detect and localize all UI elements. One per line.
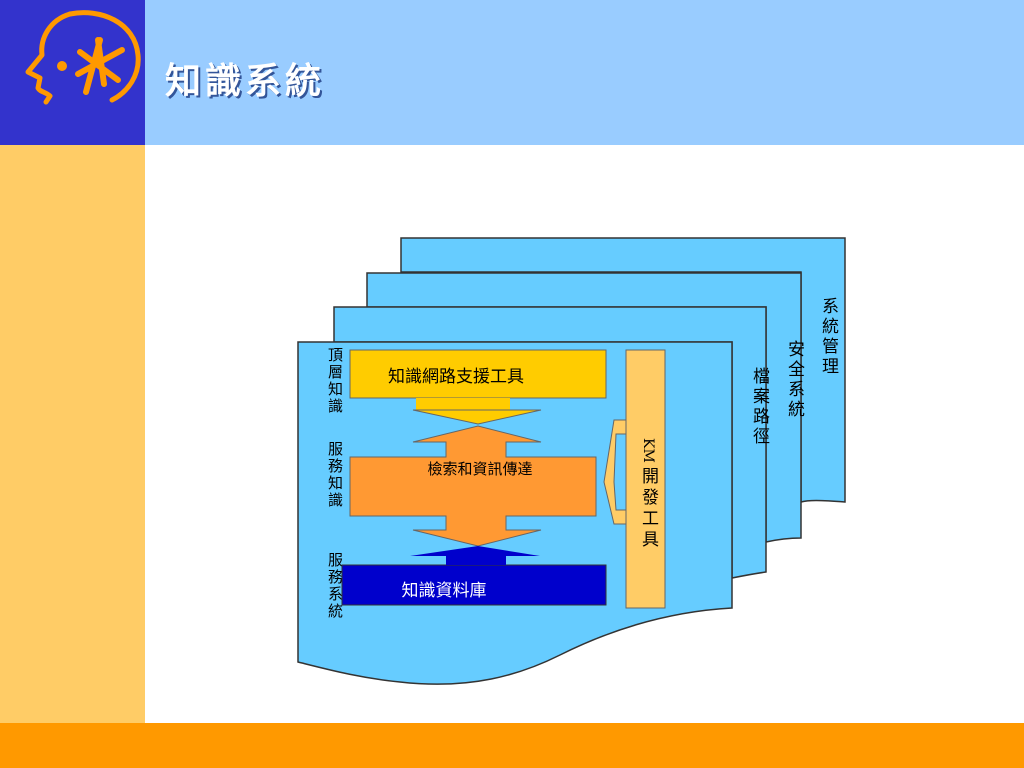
box-network-support-tools-label: 知識網路支援工具 [388, 367, 524, 387]
logo-panel [0, 0, 145, 145]
head-star-logo-icon [25, 10, 141, 105]
left-decor-band [0, 145, 145, 723]
label-security-system: 安全系統 [788, 340, 805, 420]
label-file-path: 檔案路徑 [753, 367, 770, 447]
box-knowledge-database: 知識資料庫 [341, 546, 607, 606]
label-service-system: 服務系統 [328, 551, 343, 620]
km-label: KM [640, 438, 656, 463]
km-tools-bar: KM 開發工具 [625, 349, 666, 609]
label-service-knowledge: 服務知識 [328, 440, 343, 509]
label-system-management: 系統管理 [822, 297, 839, 377]
box-retrieval-delivery-label: 檢索和資訊傳達 [427, 460, 532, 478]
km-tools-label: 開發工具 [642, 467, 659, 550]
bottom-decor-band [0, 723, 1024, 768]
page-title: 知識系統 [165, 60, 326, 102]
label-top-knowledge: 頂層知識 [328, 346, 343, 415]
box-network-support-tools: 知識網路支援工具 [349, 349, 607, 425]
box-retrieval-delivery: 檢索和資訊傳達 [349, 425, 597, 547]
header-band [145, 0, 1024, 145]
box-knowledge-database-label: 知識資料庫 [402, 581, 487, 601]
